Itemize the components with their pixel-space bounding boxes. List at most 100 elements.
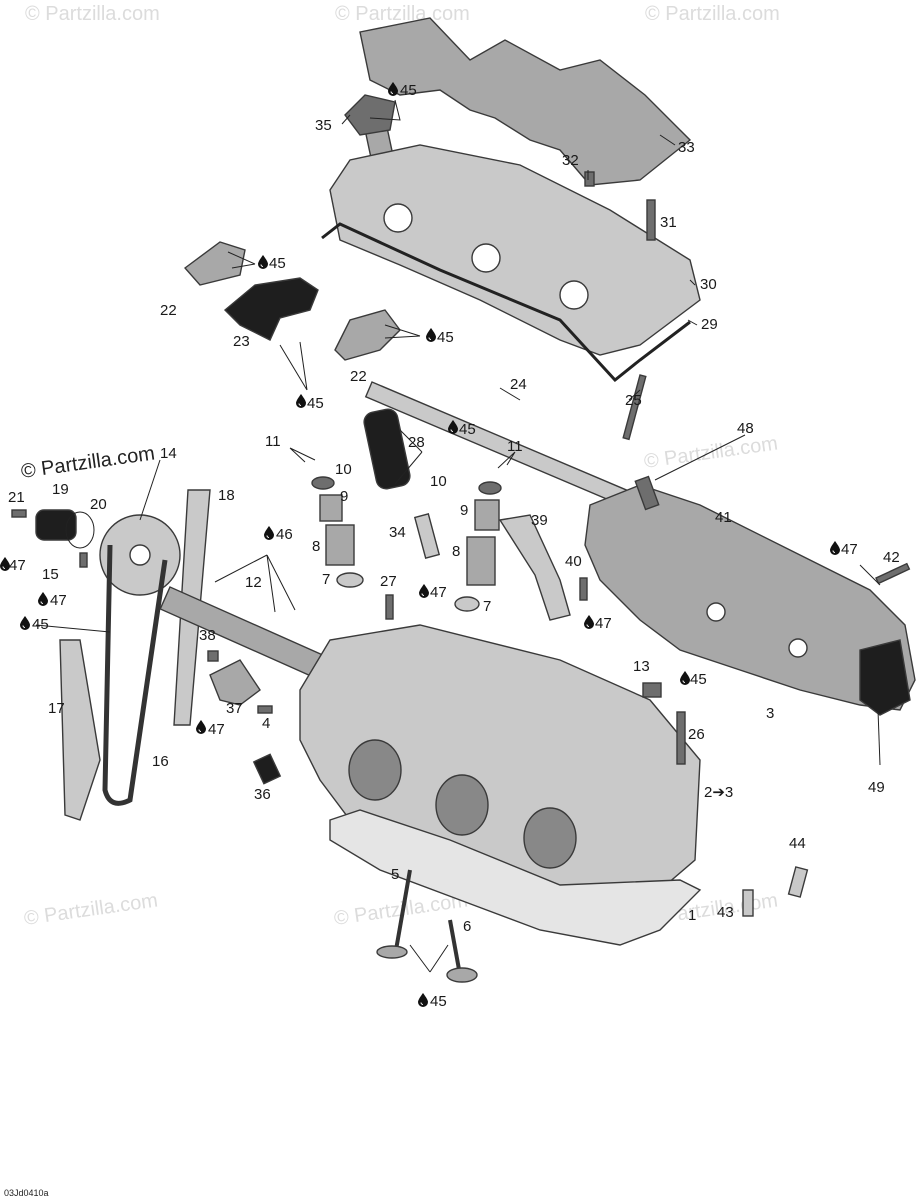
callout-label: 47 — [430, 584, 447, 601]
callout-label: 17 — [48, 700, 65, 717]
callout-label: 32 — [562, 152, 579, 169]
chain-guide — [59, 639, 101, 821]
oil-drop-icon — [426, 328, 436, 342]
callout-label: 40 — [565, 553, 582, 570]
valve-stem — [448, 919, 462, 976]
callout-label: 46 — [276, 526, 293, 543]
leader-line — [227, 251, 256, 269]
valve-spring-outer — [325, 524, 355, 566]
oil-drop-icon — [20, 616, 30, 630]
callout-label: 45 — [307, 395, 324, 412]
screw — [385, 594, 394, 620]
callout-label: 29 — [701, 316, 718, 333]
leader-line — [139, 459, 161, 521]
valve-head — [376, 945, 408, 959]
leader-line — [689, 279, 696, 286]
leader-line — [687, 319, 698, 326]
spark-plug — [413, 513, 441, 559]
callout-label: 45 — [430, 993, 447, 1010]
callout-label: 47 — [50, 592, 67, 609]
position-sensor — [209, 659, 261, 706]
callout-label: 3 — [766, 705, 774, 722]
dowel — [742, 889, 754, 917]
valve-cover — [329, 144, 701, 356]
leader-line — [214, 554, 296, 613]
leader-line — [659, 134, 676, 146]
temperature-sensor — [252, 753, 282, 785]
leader-line — [279, 341, 308, 391]
callout-label: 18 — [218, 487, 235, 504]
dowel-pin — [257, 705, 273, 714]
callout-label: 11 — [507, 438, 523, 455]
leader-line — [394, 429, 423, 485]
callout-label: 19 — [52, 481, 69, 498]
valve-cover-plug-hole — [383, 203, 413, 233]
callout-labels: 35 45 33 32 31 30 29 45 22 23 45 22 45 2… — [8, 82, 900, 1010]
callout-label: 10 — [430, 473, 447, 490]
callout-label: 15 — [42, 566, 59, 583]
screw — [79, 552, 88, 568]
screw — [207, 650, 219, 662]
callout-label: 12 — [245, 574, 262, 591]
leader-line — [341, 114, 351, 125]
callout-label: 4 — [262, 715, 270, 732]
valve-cover-plug-hole — [559, 280, 589, 310]
leader-line — [289, 447, 316, 463]
callout-label: 10 — [335, 461, 352, 478]
callout-label: 25 — [625, 392, 642, 409]
rocker-arm — [183, 241, 246, 286]
oil-drop-icon — [419, 584, 429, 598]
callout-label: 35 — [315, 117, 332, 134]
valve-spring-retainer — [478, 481, 502, 495]
callout-label: 41 — [715, 509, 732, 526]
sensor — [634, 475, 660, 511]
callout-label: 2➔3 — [704, 784, 733, 801]
oil-drop-icon — [196, 720, 206, 734]
dowel — [787, 866, 809, 898]
callout-label: 47 — [9, 557, 26, 574]
oil-drop-icon — [584, 615, 594, 629]
watermark: © Partzilla.com — [643, 432, 780, 473]
leader-line — [35, 624, 111, 633]
oil-drop-icon — [38, 592, 48, 606]
drawing-code: 03Jd0410a — [4, 1188, 49, 1198]
leader-line — [877, 709, 881, 766]
callout-label: 7 — [483, 598, 491, 615]
oil-drop-icon — [264, 526, 274, 540]
leader-line — [384, 324, 421, 339]
watermark: © Partzilla.com — [335, 3, 470, 25]
valve-spring-inner — [474, 499, 500, 531]
leader-line — [859, 564, 881, 586]
callout-label: 11 — [265, 433, 281, 450]
chain-tensioner — [35, 509, 77, 541]
screw — [875, 562, 911, 585]
watermark: © Partzilla.com — [25, 3, 160, 25]
screw — [646, 199, 656, 241]
callout-label: 34 — [389, 524, 406, 541]
combustion-port — [348, 739, 402, 801]
leader-line — [654, 434, 746, 481]
callout-label: 45 — [437, 329, 454, 346]
callout-label: 48 — [737, 420, 754, 437]
cover-plate — [642, 682, 662, 698]
valve-stem — [394, 869, 412, 951]
callout-label: 43 — [717, 904, 734, 921]
head-gasket — [329, 809, 702, 946]
callout-label: 44 — [789, 835, 806, 852]
callout-label: 47 — [841, 541, 858, 558]
rocker-arm — [334, 309, 401, 361]
valve-cover-plug-hole — [471, 243, 501, 273]
rocker-shaft — [364, 381, 640, 511]
callout-label: 14 — [160, 445, 177, 462]
callout-label: 13 — [633, 658, 650, 675]
callout-label: 47 — [208, 721, 225, 738]
callout-label: 45 — [32, 616, 49, 633]
callout-label: 20 — [90, 496, 107, 513]
valve-spring-seat — [336, 572, 364, 588]
manifold-end-cap — [859, 639, 911, 716]
callout-label: 45 — [269, 255, 286, 272]
oil-drop-icon — [418, 993, 428, 1007]
leader-line — [499, 387, 521, 401]
callout-label: 9 — [340, 488, 348, 505]
callout-label: 22 — [350, 368, 367, 385]
